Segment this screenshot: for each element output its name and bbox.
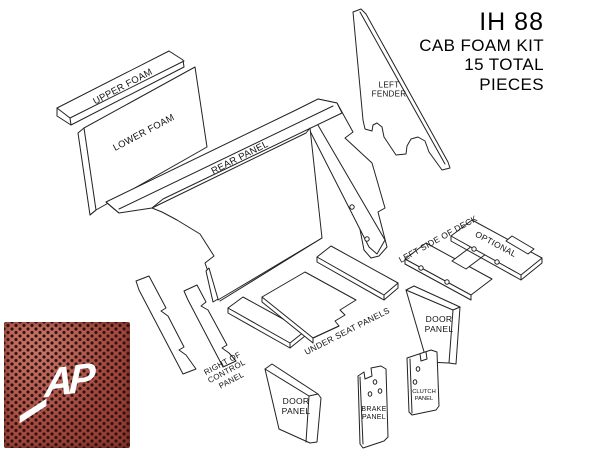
label-left-fender: LEFT FENDER bbox=[371, 80, 407, 99]
logo-swoosh bbox=[19, 398, 47, 424]
piece-rear-panel bbox=[105, 98, 388, 303]
kit-pieces-word: PIECES bbox=[479, 74, 544, 94]
piece-left-fender bbox=[352, 8, 451, 171]
piece-optional bbox=[450, 219, 543, 281]
piece-upper-foam bbox=[56, 50, 185, 126]
piece-lower-foam bbox=[77, 66, 208, 216]
kit-count: 15 TOTAL bbox=[464, 55, 544, 75]
piece-brake-panel bbox=[357, 365, 389, 449]
label-clutch-panel: CLUTCH PANEL bbox=[412, 389, 436, 402]
fabric-swatch: AP bbox=[4, 322, 130, 448]
label-brake-panel: BRAKE PANEL bbox=[361, 405, 387, 421]
label-door-panel-left: DOOR PANEL bbox=[281, 395, 311, 416]
ap-logo: AP bbox=[43, 355, 93, 407]
kit-model: IH 88 bbox=[479, 8, 544, 36]
title-block: IH 88 CAB FOAM KIT 15 TOTAL PIECES bbox=[419, 8, 544, 94]
kit-name: CAB FOAM KIT bbox=[419, 36, 544, 55]
piece-right-of-control-strips bbox=[135, 275, 237, 375]
piece-door-panel-left bbox=[264, 363, 322, 444]
piece-clutch-panel bbox=[406, 349, 440, 416]
label-door-panel-right: DOOR PANEL bbox=[424, 313, 454, 334]
piece-under-seat-panels bbox=[227, 245, 399, 349]
